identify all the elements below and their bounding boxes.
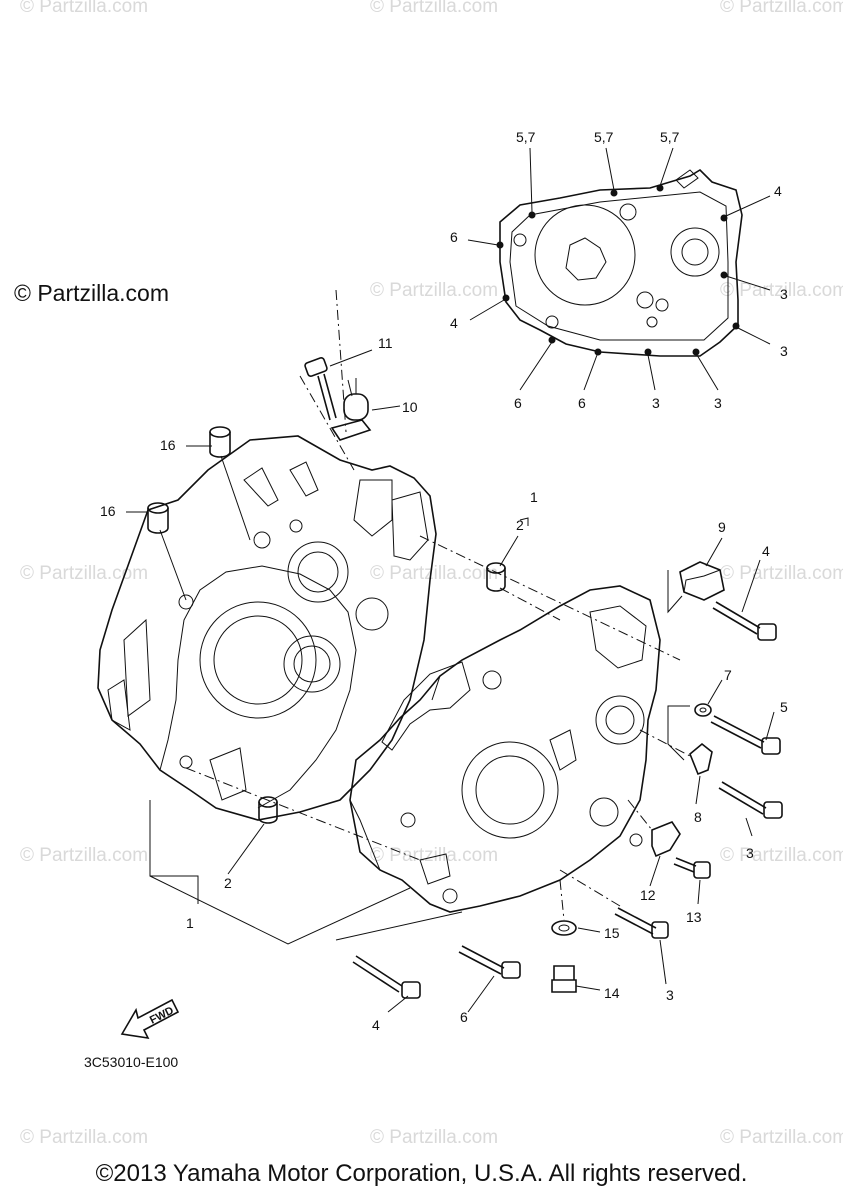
bolt-4-low [352,955,421,999]
callout-3: 3 [666,987,674,1003]
callout-6: 6 [460,1009,468,1025]
callout-15: 15 [604,925,620,941]
fwd-label: FWD [148,1005,176,1027]
holder-9 [679,561,725,601]
watermark: © Partzilla.com [720,0,843,17]
callout-4: 4 [372,1017,380,1033]
diagram-code: 3C53010-E100 [84,1054,179,1070]
watermark: © Partzilla.com [370,0,499,17]
callout-9: 9 [718,519,726,535]
watermark: © Partzilla.com [20,0,149,17]
callout-11: 11 [378,335,393,351]
callout-6: 6 [578,395,586,411]
clip-8 [689,742,713,776]
callout-4: 4 [762,543,770,559]
clamp-10 [330,378,372,441]
watermark: © Partzilla.com [720,280,843,301]
callout-3: 3 [714,395,722,411]
callout-16: 16 [160,437,176,453]
bolt-5 [710,715,781,755]
callout-3: 3 [652,395,660,411]
callout-8: 8 [694,809,702,825]
callout-6: 6 [450,229,458,245]
callout-7: 7 [724,667,732,683]
bolt-6-low [458,945,521,979]
callout-6: 6 [514,395,522,411]
crankcase-face-view [467,147,771,391]
callout-3: 3 [746,845,754,861]
right-crankcase [349,585,661,913]
left-crankcase [97,435,437,821]
watermark: © Partzilla.com [720,845,843,866]
callout-13: 13 [686,909,702,925]
bolt-3-low [614,907,669,939]
callout-5-7: 5,7 [594,129,614,145]
callout-12: 12 [640,887,656,903]
watermark: © Partzilla.com [20,563,149,584]
callout-5-7: 5,7 [516,129,536,145]
callout-5-7: 5,7 [660,129,680,145]
dowel-16-left [147,502,169,534]
watermark: © Partzilla.com [370,280,499,301]
dowel-16-top [209,426,231,458]
partzilla-copyright: © Partzilla.com [14,280,169,306]
callout-2: 2 [516,517,524,533]
bolt-4-right [712,601,777,641]
callout-4: 4 [774,183,782,199]
watermark: © Partzilla.com [370,563,499,584]
bolt-3-right [718,781,783,819]
plug-14 [551,965,577,993]
bolt-13 [673,857,711,879]
watermark: © Partzilla.com [370,845,499,866]
callout-14: 14 [604,985,620,1001]
watermark: © Partzilla.com [720,1127,843,1148]
dowel-2-low [258,796,278,824]
callout-1: 1 [530,489,538,505]
washer-15 [551,920,577,936]
fwd-arrow-icon: FWD [120,998,180,1040]
watermark: © Partzilla.com [720,563,843,584]
callout-16: 16 [100,503,116,519]
callout-3: 3 [780,343,788,359]
footer-copyright: ©2013 Yamaha Motor Corporation, U.S.A. A… [95,1160,748,1187]
watermark: © Partzilla.com [370,1127,499,1148]
watermark: © Partzilla.com [20,845,149,866]
callout-1: 1 [186,915,194,931]
callout-4: 4 [450,315,458,331]
washer-7 [694,703,712,717]
callout-3: 3 [780,286,788,302]
watermark: © Partzilla.com [20,1127,149,1148]
clamp-12 [651,821,681,858]
bolt-11 [304,357,337,421]
callout-10: 10 [402,399,418,415]
dowel-2-top [486,562,506,592]
callout-2: 2 [224,875,232,891]
callout-5: 5 [780,699,788,715]
